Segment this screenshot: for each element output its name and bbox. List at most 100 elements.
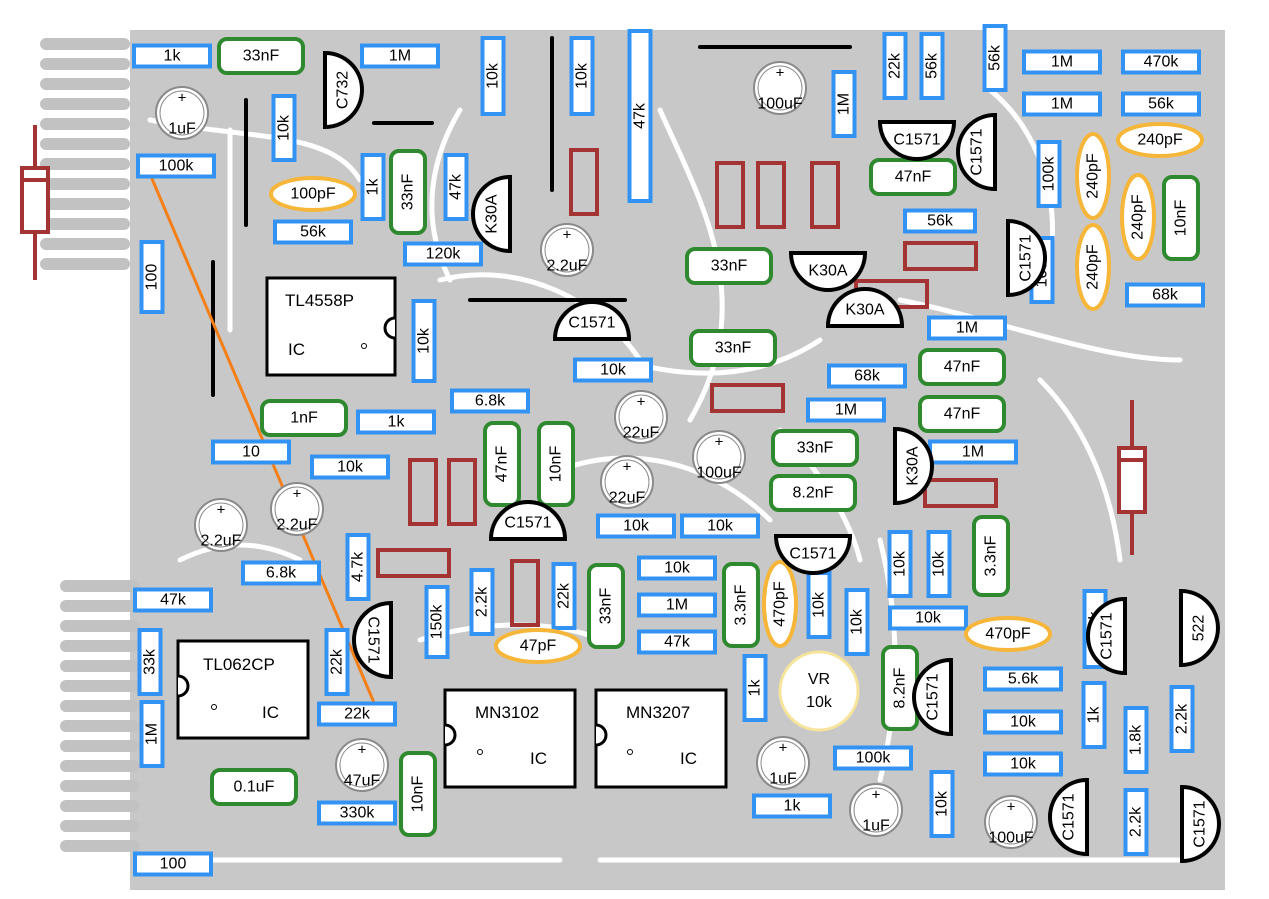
- pad: [579, 101, 585, 107]
- resistor-r1: 1k: [132, 43, 212, 69]
- resistor-r37: 6.8k: [241, 560, 321, 586]
- resistor-body: [1125, 282, 1205, 308]
- resistor-r35: 10k: [596, 513, 676, 539]
- ic-u3: MN3102 IC: [443, 688, 577, 789]
- pad: [453, 162, 459, 168]
- transistor-label: C1571: [925, 673, 942, 720]
- pad: [149, 249, 155, 255]
- transistor-q8: K30A: [825, 287, 905, 328]
- pad: [752, 663, 758, 669]
- resistor-r6: 22k: [882, 32, 908, 100]
- film-cap-label: 47nF: [944, 406, 981, 423]
- pad: [939, 823, 945, 829]
- film-cap-c9: 47nF: [918, 395, 1006, 433]
- resistor-body: [888, 605, 968, 631]
- pad: [582, 367, 588, 373]
- resistor-body: [983, 666, 1063, 692]
- polarity-mark: +: [776, 65, 785, 82]
- resistor-r52: 22k: [324, 628, 350, 696]
- transistor-body: [323, 50, 364, 130]
- electrolytic-ring: [159, 90, 205, 136]
- pad: [702, 565, 708, 571]
- pad: [579, 45, 585, 51]
- ceramic-cap-label: 240pF: [1085, 244, 1102, 290]
- resistor-body: [927, 315, 1007, 341]
- polarity-mark: +: [563, 227, 572, 244]
- ceramic-cap-p1: 100pF: [269, 176, 357, 212]
- pad: [147, 637, 153, 643]
- resistor-body: [1123, 706, 1149, 774]
- transistor-q13: C1571: [1086, 596, 1127, 676]
- pad: [1087, 101, 1093, 107]
- transistor-q12: C1571: [352, 600, 393, 680]
- electrolytic-label: 100uF: [757, 96, 803, 113]
- pad: [326, 810, 332, 816]
- resistor-r42: 150k: [424, 585, 450, 659]
- pad: [936, 325, 942, 331]
- pad: [897, 615, 903, 621]
- ic-u4: MN3207 IC: [594, 688, 728, 789]
- resistor-body: [443, 153, 469, 221]
- resistor-label: 1M: [962, 444, 984, 461]
- electrolytic-label: 22uF: [609, 490, 646, 507]
- ceramic-cap-body: [1116, 122, 1204, 158]
- pad: [962, 218, 968, 224]
- transistor-label: C732: [335, 71, 352, 109]
- electrolytic-e8: +2.2uF: [194, 498, 248, 552]
- film-cap-c12: 33nF: [771, 429, 859, 467]
- transistor-q17: C1571: [1180, 784, 1221, 864]
- resistor-label: 22k: [344, 706, 371, 723]
- pad: [1091, 734, 1097, 740]
- resistor-label: 6.8k: [475, 393, 506, 410]
- electrolytic-ring: [544, 227, 590, 273]
- resistor-label: 5.6k: [1008, 671, 1039, 688]
- transistor-body: [1180, 784, 1221, 864]
- pad: [490, 101, 496, 107]
- pad: [306, 570, 312, 576]
- pad: [281, 147, 287, 153]
- resistor-body: [480, 36, 506, 116]
- pad: [929, 85, 935, 91]
- transistor-body: [1179, 588, 1220, 668]
- resistor-r14: 1M: [831, 70, 857, 138]
- resistor-r8: 56k: [982, 24, 1008, 92]
- transistor-body: [825, 287, 905, 328]
- resistor-r54: 1M: [139, 700, 165, 768]
- pad: [817, 803, 823, 809]
- film-cap-c4: 33nF: [685, 247, 773, 285]
- transistor-label: K30A: [905, 446, 922, 485]
- pad: [929, 41, 935, 47]
- pad: [412, 251, 418, 257]
- pad: [281, 103, 287, 109]
- resistor-r28: 10k: [573, 357, 653, 383]
- resistor-body: [1169, 685, 1195, 753]
- resistor-body: [1121, 49, 1201, 75]
- transistor-label: C1571: [568, 315, 615, 332]
- resistor-r2: 1M: [360, 43, 440, 69]
- film-cap-label: 33nF: [400, 174, 417, 211]
- pad: [841, 123, 847, 129]
- film-cap-body: [389, 149, 427, 235]
- pad: [198, 861, 204, 867]
- resistor-body: [680, 513, 760, 539]
- pad: [1031, 59, 1037, 65]
- electrolytic-body: [753, 61, 807, 115]
- resistor-label: 10k: [931, 550, 948, 577]
- resistor-label: 1M: [956, 320, 978, 337]
- film-cap-label: 33nF: [598, 588, 615, 625]
- pad: [282, 229, 288, 235]
- pad: [421, 419, 427, 425]
- film-cap-body: [771, 429, 859, 467]
- resistor-label: 1M: [389, 48, 411, 65]
- pad: [1046, 149, 1052, 155]
- resistor-body: [926, 530, 952, 598]
- resistor-r17: 47k: [443, 153, 469, 221]
- film-cap-label: 33nF: [711, 258, 748, 275]
- film-cap-label: 33nF: [243, 48, 280, 65]
- pad: [425, 53, 431, 59]
- resistor-r19: 120k: [403, 241, 483, 267]
- transistor-label: C1571: [893, 132, 940, 149]
- electrolytic-e9: +47uF: [335, 738, 389, 792]
- film-cap-c13: 8.2nF: [769, 474, 857, 512]
- electrolytic-ring: [760, 740, 806, 786]
